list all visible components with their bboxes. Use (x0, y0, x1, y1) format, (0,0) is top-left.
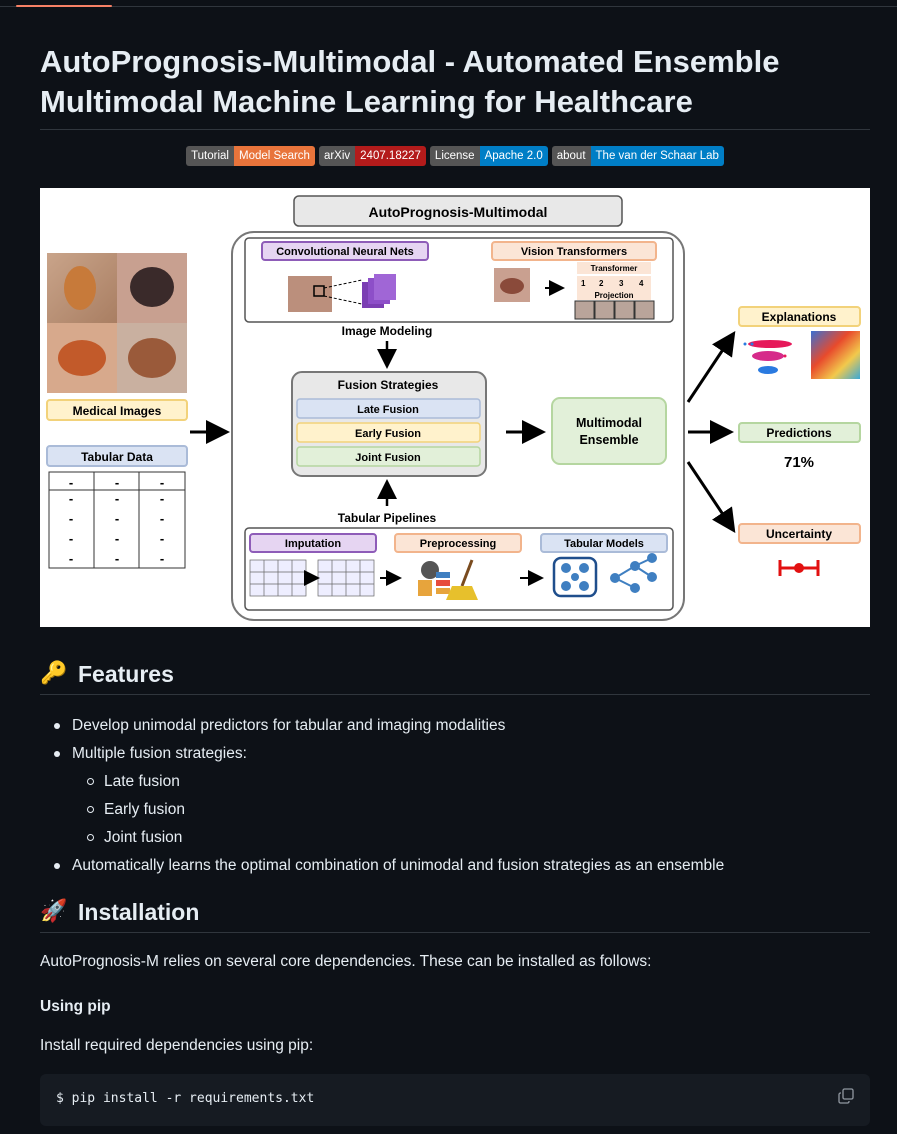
preprocessing-label: Preprocessing (420, 538, 496, 550)
imputation-label: Imputation (285, 538, 341, 550)
page-title: AutoPrognosis-Multimodal - Automated Ens… (40, 44, 780, 119)
early-fusion-label: Early Fusion (355, 428, 421, 440)
list-item: Late fusion (86, 768, 724, 796)
copy-icon[interactable] (838, 1088, 854, 1104)
badge-value: The van der Schaar Lab (590, 146, 724, 166)
joint-fusion-label: Joint Fusion (355, 452, 421, 464)
fusion-sublist: Late fusion Early fusion Joint fusion (72, 768, 724, 852)
preprocessing-icon (418, 559, 478, 600)
late-fusion-label: Late Fusion (357, 404, 419, 416)
install-instruction: Install required dependencies using pip: (40, 1037, 314, 1054)
predictions-label: Predictions (766, 426, 832, 440)
cnn-label: Convolutional Neural Nets (276, 246, 414, 258)
active-tab-indicator (16, 5, 112, 7)
explanations-label: Explanations (762, 310, 837, 324)
svg-text:-: - (69, 475, 73, 490)
svg-text:-: - (160, 551, 164, 566)
svg-text:Ensemble: Ensemble (579, 433, 638, 447)
pipeline-container (231, 231, 685, 621)
using-pip-heading: Using pip (40, 998, 111, 1015)
svg-text:-: - (115, 511, 119, 526)
svg-text:-: - (69, 511, 73, 526)
features-list: Develop unimodal predictors for tabular … (40, 712, 724, 880)
svg-text:-: - (115, 491, 119, 506)
svg-text:-: - (69, 551, 73, 566)
top-border (0, 6, 897, 7)
svg-text:2: 2 (599, 279, 604, 288)
vit-label: Vision Transformers (521, 246, 627, 258)
svg-text:3: 3 (619, 279, 624, 288)
medical-images-label: Medical Images (73, 404, 162, 418)
multimodal-ensemble-box (551, 397, 667, 465)
badge-value: 2407.18227 (355, 146, 426, 166)
svg-text:-: - (69, 531, 73, 546)
list-item: Early fusion (86, 796, 724, 824)
key-icon: 🔑 (40, 661, 68, 686)
prediction-value: 71% (784, 454, 814, 471)
uncertainty-label: Uncertainty (766, 527, 832, 541)
list-item: Develop unimodal predictors for tabular … (53, 712, 724, 740)
svg-text:Multimodal: Multimodal (576, 416, 642, 430)
figure-title: AutoPrognosis-Multimodal (369, 204, 548, 220)
fusion-strategies-label: Fusion Strategies (338, 378, 439, 392)
installation-heading: 🚀 Installation (40, 899, 200, 925)
imputation-matrix (249, 559, 375, 597)
svg-text:-: - (115, 531, 119, 546)
svg-text:-: - (160, 475, 164, 490)
projection-label: Projection (594, 291, 633, 300)
figure-title-box (293, 195, 623, 227)
image-modeling-label: Image Modeling (342, 324, 433, 338)
svg-text:-: - (115, 475, 119, 490)
list-item: Joint fusion (86, 824, 724, 852)
tabular-models-icon (552, 553, 657, 598)
badge-value: Model Search (233, 146, 315, 166)
list-item: Automatically learns the optimal combina… (53, 852, 724, 880)
architecture-figure[interactable]: AutoPrognosis-Multimodal Medical Images … (40, 188, 870, 627)
installation-divider (40, 932, 870, 933)
installation-intro: AutoPrognosis-M relies on several core d… (40, 953, 652, 970)
svg-text:-: - (115, 551, 119, 566)
tabular-data-label: Tabular Data (81, 450, 153, 464)
tabular-data-table (48, 471, 186, 569)
table-dashes: --- --- --- --- --- (69, 475, 164, 566)
svg-text:-: - (160, 491, 164, 506)
transformer-label: Transformer (591, 264, 638, 273)
svg-text:-: - (160, 531, 164, 546)
svg-text:-: - (160, 511, 164, 526)
svg-text:1: 1 (581, 279, 586, 288)
title-divider (40, 129, 870, 130)
medical-image-grid (47, 253, 187, 393)
features-divider (40, 694, 870, 695)
svg-text:-: - (69, 491, 73, 506)
code-text[interactable]: $ pip install -r requirements.txt (56, 1091, 315, 1106)
tabular-pipelines-label: Tabular Pipelines (338, 511, 437, 525)
rocket-icon: 🚀 (40, 899, 68, 924)
explanations-plot (743, 331, 860, 379)
list-item: Multiple fusion strategies: Late fusion … (53, 740, 724, 852)
tabular-models-label: Tabular Models (564, 538, 644, 550)
svg-text:4: 4 (639, 279, 644, 288)
badge-value: Apache 2.0 (479, 146, 548, 166)
features-heading: 🔑 Features (40, 661, 174, 687)
uncertainty-errorbar (778, 560, 820, 576)
code-block[interactable]: $ pip install -r requirements.txt (40, 1074, 870, 1126)
